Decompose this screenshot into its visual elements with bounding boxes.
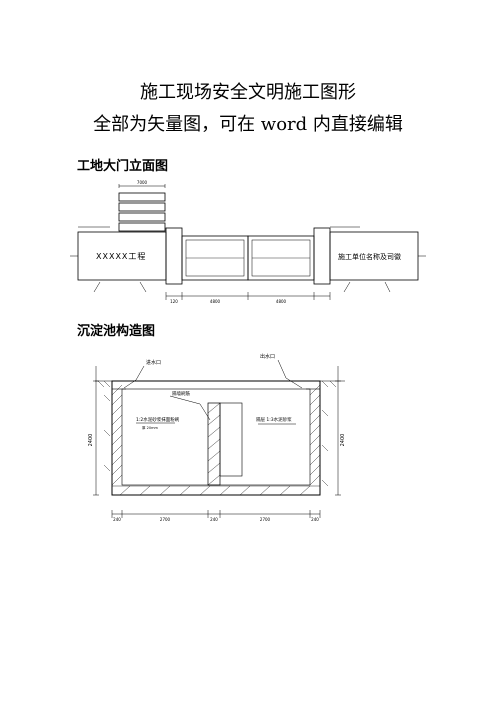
sign-board [118, 192, 166, 202]
gate-dim-top: 7000 [137, 180, 148, 185]
gate-elevation-drawing [70, 184, 426, 300]
left-wall-note-thickness: 厚 20mm [142, 425, 158, 430]
section-heading-gate: 工地大门立面图 [77, 159, 169, 174]
tank-height-dim-left: 2400 [88, 434, 94, 447]
tank-dim-partition: 240 [210, 517, 218, 522]
right-pillar [313, 227, 331, 285]
left-wall-text: XXXXX工程 [96, 252, 146, 261]
gate-dim-leaf-right: 4800 [276, 299, 287, 304]
document-subtitle: 全部为矢量图，可在 word 内直接编辑 [93, 114, 403, 135]
gate-dim-pillar: 120 [170, 299, 178, 304]
left-wall-note: 1:2水泥砂浆抹面粉刷 [136, 416, 180, 423]
tank-height-dim-right: 2400 [340, 434, 346, 447]
tank-dim-chamber-right: 2700 [260, 517, 271, 522]
section-heading-tank: 沉淀池构造图 [77, 324, 156, 339]
document-title: 施工现场安全文明施工图形 [140, 82, 356, 103]
tank-dim-chamber-left: 2700 [160, 517, 171, 522]
outlet-label: 出水口 [260, 353, 275, 360]
sign-board [118, 222, 166, 232]
left-pillar [165, 227, 183, 285]
tank-dim-wall-right: 240 [311, 517, 319, 522]
gate-dim-leaf-left: 4800 [210, 299, 221, 304]
inlet-label: 进水口 [146, 359, 161, 366]
right-wall-text: 施工单位名称及司徽 [338, 252, 401, 261]
right-wall-note: 隔层 1:3水泥砂浆 [256, 416, 292, 423]
tank-dim-wall-left: 240 [113, 517, 121, 522]
sign-board [118, 212, 166, 222]
sedimentation-tank-drawing [93, 359, 345, 518]
sign-board [118, 202, 166, 212]
partition-label: 隔墙刷筋 [172, 390, 190, 397]
